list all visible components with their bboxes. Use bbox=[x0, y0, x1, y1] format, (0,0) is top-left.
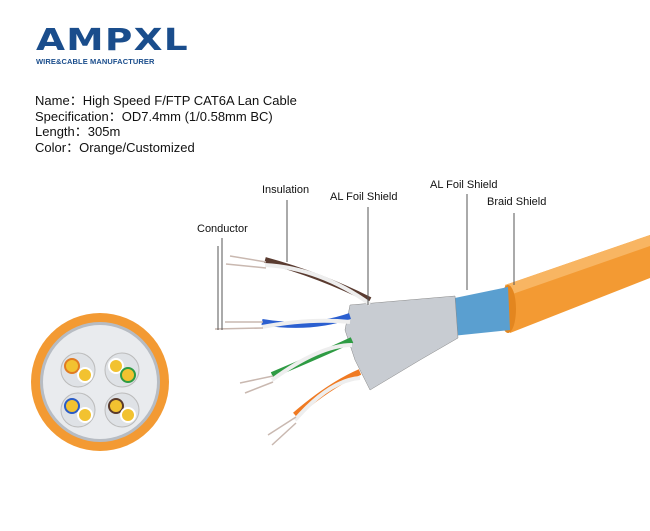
logo-tagline: WIRE&CABLE MANUFACTURER bbox=[36, 57, 155, 66]
spec-sep: ： bbox=[108, 108, 122, 124]
braid-shield bbox=[445, 287, 510, 336]
spec-specification: Specification：OD7.4mm (1/0.58mm BC) bbox=[35, 109, 297, 125]
spec-label: Specification bbox=[35, 108, 109, 124]
spec-value: Orange/Customized bbox=[79, 139, 195, 155]
pair-foil-shields bbox=[344, 295, 459, 391]
logo-wordmark: AMPXL bbox=[36, 23, 189, 58]
spec-list: Name：High Speed F/FTP CAT6A Lan Cable Sp… bbox=[35, 93, 297, 155]
spec-sep: ： bbox=[74, 124, 88, 139]
spec-length: Length：305m bbox=[35, 124, 297, 140]
spec-label: Color bbox=[35, 139, 67, 155]
twisted-pairs bbox=[261, 257, 372, 422]
spec-sep: ： bbox=[69, 93, 83, 108]
spec-value: OD7.4mm (1/0.58mm BC) bbox=[121, 108, 273, 124]
spec-name: Name：High Speed F/FTP CAT6A Lan Cable bbox=[35, 93, 297, 109]
spec-label: Name bbox=[35, 93, 70, 108]
callout-braid-shield: Braid Shield bbox=[487, 196, 547, 208]
cable-cross-section bbox=[31, 313, 169, 451]
callout-leaders bbox=[217, 194, 515, 330]
brand-logo: AMPXL WIRE&CABLE MANUFACTURER bbox=[36, 26, 188, 67]
cable-jacket bbox=[500, 235, 650, 333]
spec-value: High Speed F/FTP CAT6A Lan Cable bbox=[82, 93, 297, 108]
callout-conductor: Conductor bbox=[197, 223, 248, 235]
callout-al-foil-overall: AL Foil Shield bbox=[430, 179, 498, 191]
callout-insulation: Insulation bbox=[262, 184, 310, 196]
spec-value: 305m bbox=[87, 124, 121, 139]
callout-al-foil-pair: AL Foil Shield bbox=[330, 191, 398, 203]
spec-label: Length bbox=[35, 124, 75, 139]
conductors bbox=[214, 255, 297, 446]
spec-sep: ： bbox=[66, 139, 80, 155]
spec-color: Color：Orange/Customized bbox=[35, 140, 297, 156]
